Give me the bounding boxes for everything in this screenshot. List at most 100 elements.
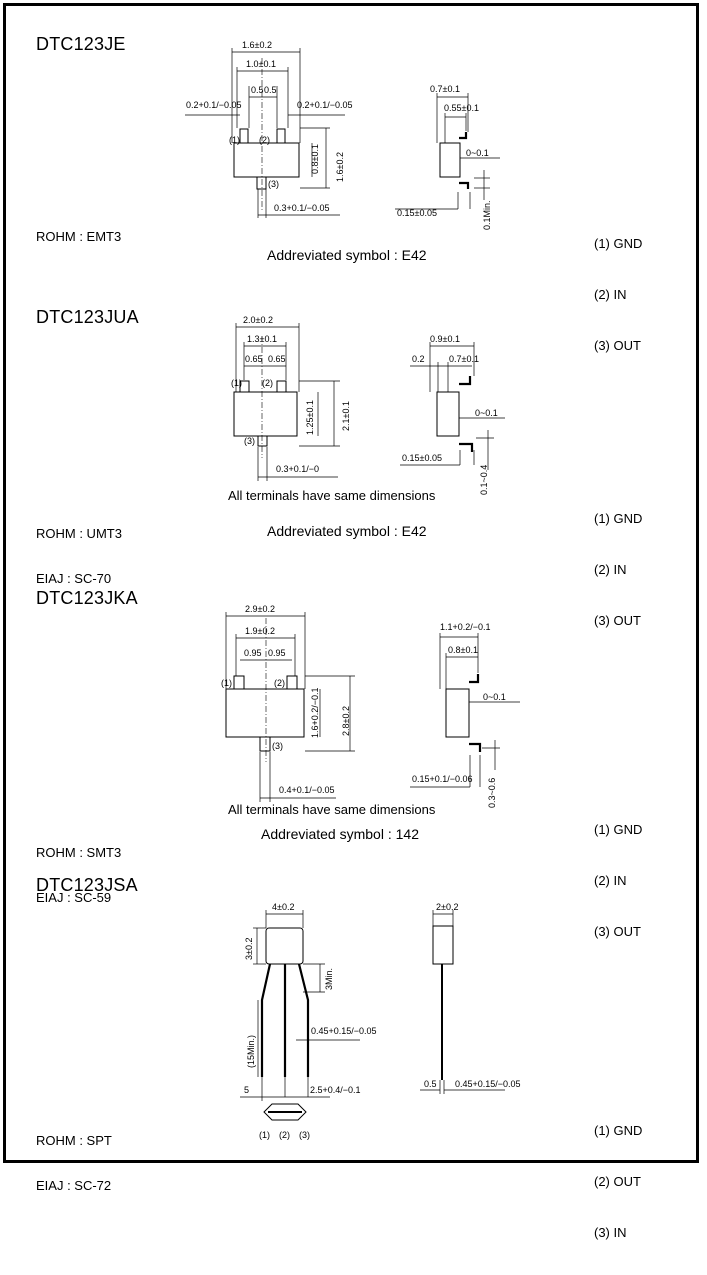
side-dim-gap: 0~0.1 bbox=[466, 148, 489, 158]
dim-width-total: 2.9±0.2 bbox=[245, 604, 275, 614]
pin-2-label: (2) bbox=[259, 135, 270, 145]
side-dim-min: 0.1Min. bbox=[482, 200, 492, 230]
dim-total-height: 2.8±0.2 bbox=[341, 706, 351, 736]
pin-3: (3) OUT bbox=[594, 613, 641, 628]
dim-body-height: 0.8±0.1 bbox=[310, 144, 320, 174]
dim-pitch-a: 0.95 bbox=[244, 648, 262, 658]
package-body bbox=[233, 391, 298, 437]
pin-3-label: (3) bbox=[268, 179, 279, 189]
dim-total-height: 2.1±0.1 bbox=[341, 401, 351, 431]
side-dim-top: 1.1+0.2/−0.1 bbox=[440, 622, 491, 632]
eiaj-code: EIAJ : SC-59 bbox=[36, 890, 112, 905]
dimension-drawing-smt3: 2.9±0.2 1.9±0.2 0.95 0.95 1.6+0.2/−0.1 2… bbox=[221, 604, 520, 808]
side-view-body bbox=[445, 688, 470, 738]
pin-2-label: (2) bbox=[262, 378, 273, 388]
side-view-body bbox=[439, 142, 461, 178]
dim-lead-bottom: 0.4+0.1/−0.05 bbox=[279, 785, 335, 795]
dim-lead-width: 0.45+0.15/−0.05 bbox=[311, 1026, 377, 1036]
pin-1-label: (1) bbox=[231, 378, 242, 388]
abbreviated-symbol: Addreviated symbol : E42 bbox=[267, 247, 427, 263]
package-leads bbox=[260, 963, 310, 1077]
side-dim-gap: 0~0.1 bbox=[475, 408, 498, 418]
side-dim-min: 0.1~0.4 bbox=[479, 465, 489, 495]
dim-body-height: 1.25±0.1 bbox=[305, 400, 315, 435]
lead-1 bbox=[239, 128, 249, 144]
rohm-code: ROHM : SMT3 bbox=[36, 845, 122, 860]
eiaj-code: EIAJ : SC-70 bbox=[36, 571, 112, 586]
dim-total-height: 1.6±0.2 bbox=[335, 152, 345, 182]
lead-2 bbox=[286, 675, 298, 690]
package-name: DTC123JUA bbox=[36, 307, 139, 327]
pin-list: (1) GND (2) IN (3) OUT bbox=[594, 476, 642, 663]
pin-1: (1) GND bbox=[594, 236, 643, 251]
side-dim-foot: 0.15±0.05 bbox=[397, 208, 437, 218]
pin-2-label: (2) bbox=[279, 1130, 290, 1140]
dim-left-5: 5 bbox=[244, 1085, 249, 1095]
package-name: DTC123JE bbox=[36, 34, 126, 54]
side-dim-top: 0.7±0.1 bbox=[430, 84, 460, 94]
package-name: DTC123JKA bbox=[36, 588, 138, 608]
dim-body-height: 3±0.2 bbox=[244, 938, 254, 960]
dim-body-height: 1.6+0.2/−0.1 bbox=[310, 687, 320, 738]
side-dim-foot: 0.15±0.05 bbox=[402, 453, 442, 463]
lead-1 bbox=[233, 675, 245, 690]
dim-width-inner: 1.0±0.1 bbox=[246, 59, 276, 69]
pin-3-label: (3) bbox=[244, 436, 255, 446]
dim-pitch-b: 0.65 bbox=[268, 354, 286, 364]
rohm-code: ROHM : SPT bbox=[36, 1133, 112, 1148]
dimension-drawing-spt: 4±0.2 3±0.2 3Min. (15Min.) 0.45+0.15/−0.… bbox=[240, 902, 521, 1140]
pin-3: (3) IN bbox=[594, 1225, 627, 1240]
pin-2: (2) IN bbox=[594, 562, 627, 577]
dim-pitch-b: 0.5 bbox=[264, 85, 277, 95]
dim-width-total: 4±0.2 bbox=[272, 902, 294, 912]
package-codes: ROHM : SPT EIAJ : SC-72 bbox=[36, 1103, 112, 1223]
abbreviated-symbol: Addreviated symbol : E42 bbox=[267, 523, 427, 539]
dim-lead-bottom: 0.3+0.1/−0.05 bbox=[274, 203, 330, 213]
side-dim-left: 0.2 bbox=[412, 354, 425, 364]
terminal-note: All terminals have same dimensions bbox=[228, 802, 436, 817]
package-codes: ROHM : UMT3 EIAJ : SC-70 bbox=[36, 496, 122, 616]
pin-3-label: (3) bbox=[299, 1130, 310, 1140]
eiaj-code: EIAJ : SC-72 bbox=[36, 1178, 112, 1193]
lead-3 bbox=[259, 736, 271, 752]
dim-min-3: 3Min. bbox=[324, 968, 334, 990]
dim-lead-length: (15Min.) bbox=[246, 1035, 256, 1068]
package-name: DTC123JSA bbox=[36, 875, 138, 895]
dim-pitch-b: 0.95 bbox=[268, 648, 286, 658]
pin-1-label: (1) bbox=[259, 1130, 270, 1140]
package-codes: ROHM : SMT3 EIAJ : SC-59 bbox=[36, 815, 121, 935]
lead-2 bbox=[276, 380, 287, 393]
dim-width-inner: 1.3±0.1 bbox=[247, 334, 277, 344]
lead-2 bbox=[276, 128, 286, 144]
side-dim-min: 0.3~0.6 bbox=[487, 778, 497, 808]
side-dim-top: 0.9±0.1 bbox=[430, 334, 460, 344]
side-dim-foot-left: 0.5 bbox=[424, 1079, 437, 1089]
pin-list: (1) GND (2) IN (3) OUT bbox=[594, 787, 642, 974]
pin-2: (2) IN bbox=[594, 873, 627, 888]
dim-pitch-a: 0.5 bbox=[251, 85, 264, 95]
pin-1: (1) GND bbox=[594, 1123, 643, 1138]
side-view-body bbox=[432, 925, 454, 965]
abbreviated-symbol: Addreviated symbol : 142 bbox=[261, 826, 419, 842]
pin-1-label: (1) bbox=[221, 678, 232, 688]
package-body bbox=[233, 142, 300, 178]
pin-list: (1) GND (2) OUT (3) IN bbox=[594, 1088, 642, 1275]
package-body bbox=[225, 688, 305, 738]
side-dim-inner: 0.8±0.1 bbox=[448, 645, 478, 655]
lead-3 bbox=[257, 435, 268, 447]
pin-3: (3) OUT bbox=[594, 924, 641, 939]
side-dim-foot-right: 0.45+0.15/−0.05 bbox=[455, 1079, 521, 1089]
dim-pitch: 2.5+0.4/−0.1 bbox=[310, 1085, 361, 1095]
pin-2-label: (2) bbox=[274, 678, 285, 688]
side-view-leads bbox=[459, 376, 474, 452]
pin-2: (2) IN bbox=[594, 287, 627, 302]
side-dim-foot: 0.15+0.1/−0.06 bbox=[412, 774, 473, 784]
side-dim-inner: 0.55±0.1 bbox=[444, 103, 479, 113]
package-body bbox=[265, 927, 304, 965]
pin-3: (3) OUT bbox=[594, 338, 641, 353]
dim-lead-left: 0.2+0.1/−0.05 bbox=[186, 100, 242, 110]
dimension-drawing-emt3: 1.6±0.2 1.0±0.1 0.5 0.5 0.2+0.1/−0.05 0.… bbox=[185, 40, 500, 230]
terminal-note: All terminals have same dimensions bbox=[228, 488, 436, 503]
dim-width-inner: 1.9±0.2 bbox=[245, 626, 275, 636]
pin-1: (1) GND bbox=[594, 511, 643, 526]
